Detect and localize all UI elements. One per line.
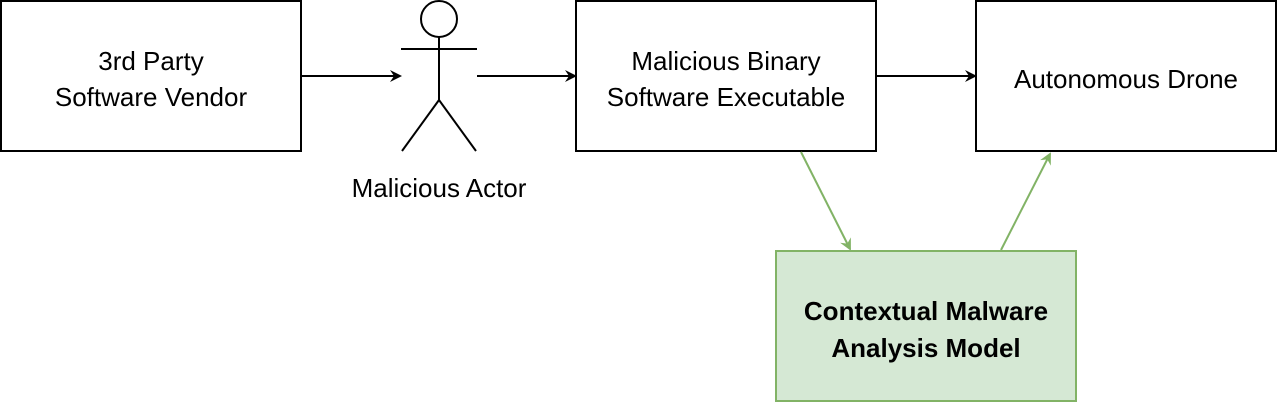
vendor-label-line1: 3rd Party — [98, 46, 204, 76]
drone-node: Autonomous Drone — [975, 0, 1277, 152]
stick-figure-icon — [401, 0, 477, 152]
model-label-line2: Analysis Model — [831, 333, 1020, 363]
vendor-box — [0, 0, 302, 152]
model-box — [775, 250, 1077, 402]
model-node: Contextual Malware Analysis Model — [775, 250, 1077, 402]
arrow-binary-to-model — [800, 151, 851, 251]
actor-node: Malicious Actor — [352, 0, 527, 203]
arrow-model-to-drone — [1000, 152, 1051, 251]
actor-label: Malicious Actor — [352, 173, 527, 203]
binary-label-line1: Malicious Binary — [631, 46, 820, 76]
vendor-label-line2: Software Vendor — [55, 82, 248, 112]
model-label-line1: Contextual Malware — [804, 296, 1048, 326]
binary-node: Malicious Binary Software Executable — [575, 0, 877, 152]
binary-label-line2: Software Executable — [607, 82, 845, 112]
binary-box — [575, 0, 877, 152]
drone-label: Autonomous Drone — [1014, 64, 1238, 94]
vendor-node: 3rd Party Software Vendor — [0, 0, 302, 152]
